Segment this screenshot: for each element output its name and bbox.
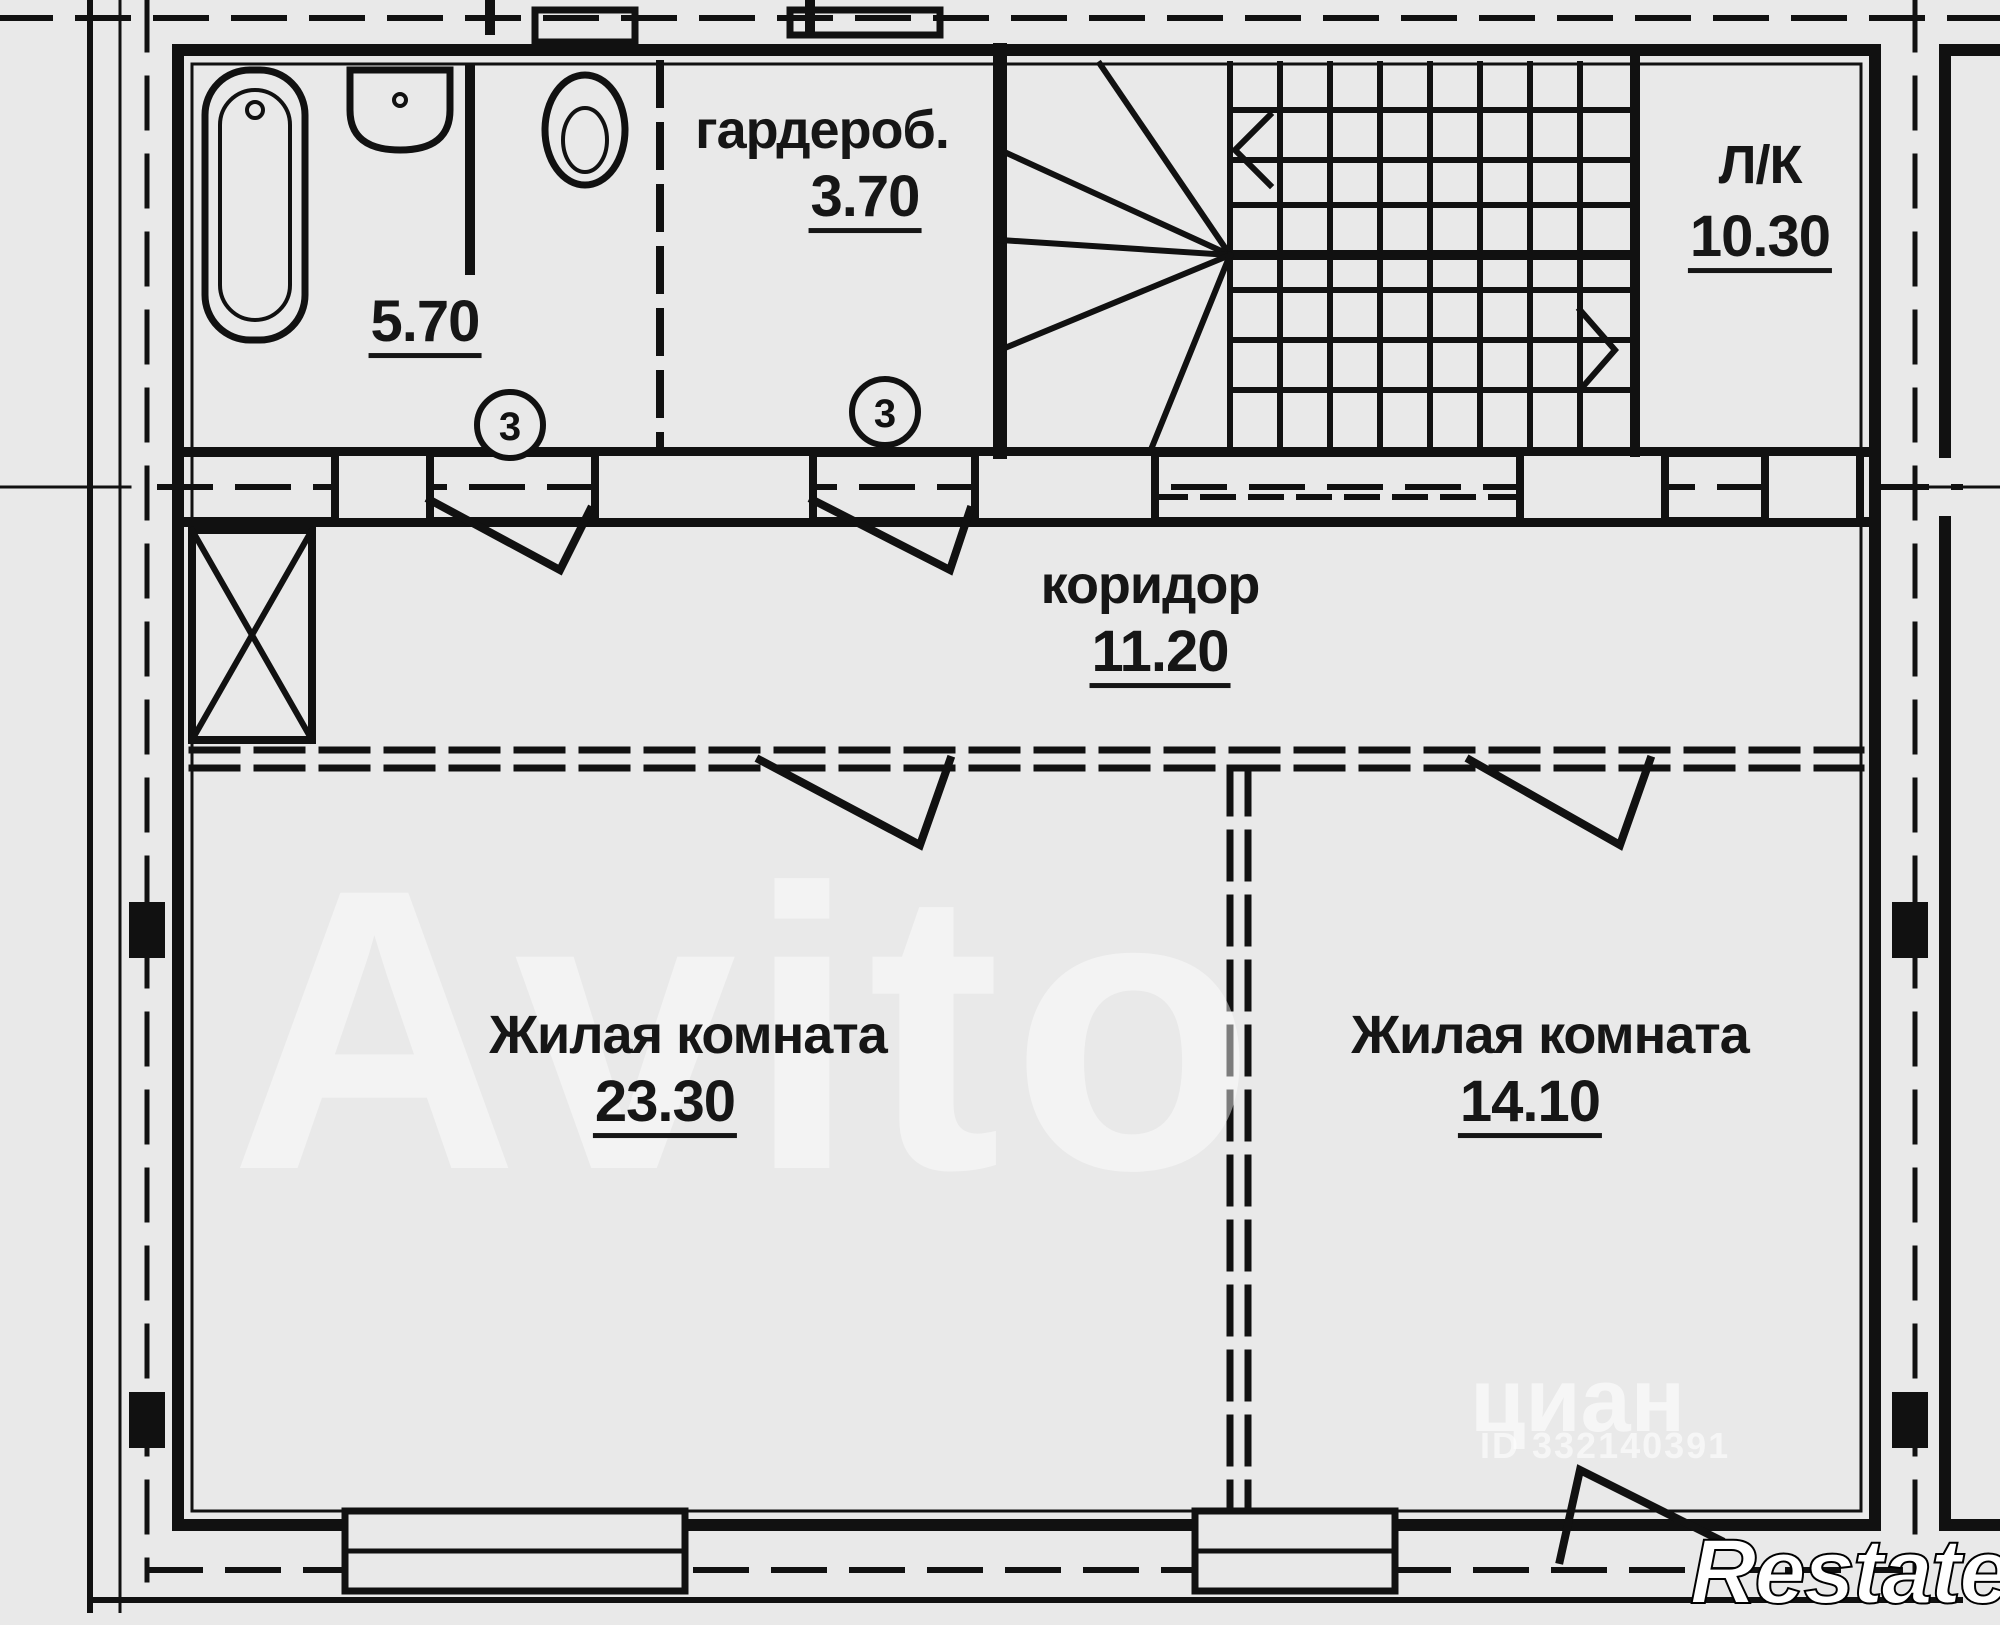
door-balcony: [1555, 1464, 1726, 1565]
door-marker-1: 3: [499, 405, 521, 449]
stair-area: 10.30: [1687, 206, 1833, 273]
avito-watermark: Avito: [230, 806, 1266, 1253]
door-bathroom: [424, 494, 596, 576]
cian-id-watermark: ID 332140391: [1480, 1425, 1731, 1466]
stair-name: Л/К: [1718, 135, 1803, 195]
toilet: [541, 71, 629, 189]
staircase: [996, 59, 1640, 456]
restate-logo: Restate: [1689, 1520, 2000, 1624]
bathroom-area: 5.70: [368, 291, 482, 358]
living-right-name: Жилая комната: [1351, 1005, 1750, 1065]
vent-shaft: [188, 526, 316, 744]
door-wardrobe: [807, 494, 976, 576]
wardrobe-name: гардероб.: [695, 100, 950, 160]
bathtub: [201, 66, 309, 344]
cian-watermark: циан: [1470, 1351, 1686, 1451]
corridor-name: коридор: [1040, 555, 1261, 615]
living-left-name: Жилая комната: [489, 1005, 888, 1065]
toilet-tank: [531, 6, 639, 46]
living-left-area: 23.30: [592, 1071, 738, 1138]
corridor-area: 11.20: [1089, 621, 1231, 688]
living-right-area: 14.10: [1457, 1071, 1603, 1138]
wardrobe-area: 3.70: [808, 166, 922, 233]
door-living-left: [754, 754, 956, 851]
door-marker-2: 3: [874, 392, 896, 436]
door-living-right: [1464, 754, 1656, 851]
outer-wall: [172, 44, 1881, 1531]
sink: [346, 66, 454, 154]
